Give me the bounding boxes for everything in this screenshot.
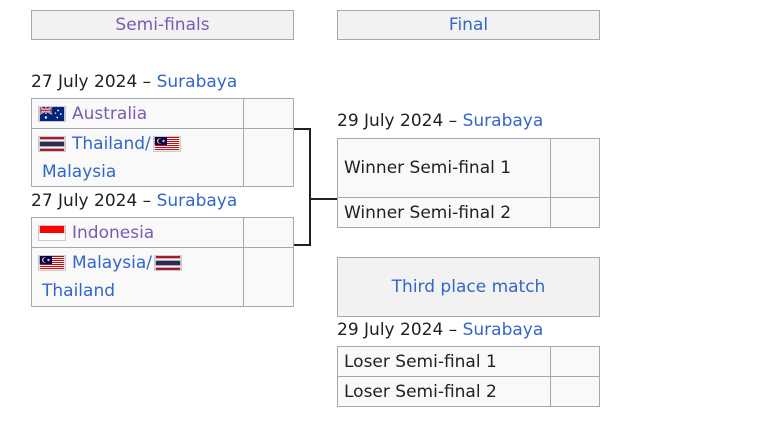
semifinal-1-score-b xyxy=(243,128,294,187)
semifinal-2-date: 27 July 2024 – xyxy=(31,191,152,211)
team-b-line: Malaysia / xyxy=(38,253,188,273)
semifinal-2-venue-link[interactable]: Surabaya xyxy=(156,191,238,211)
team-separator: / xyxy=(145,133,151,154)
semifinal-2-date-line: 27 July 2024 – Surabaya xyxy=(31,193,237,210)
malaysia-flag-icon xyxy=(38,255,66,271)
final-team-b: Winner Semi-final 2 xyxy=(337,197,551,228)
semifinal-2-team-a: Indonesia xyxy=(31,217,244,248)
team-link-indonesia[interactable]: Indonesia xyxy=(72,222,155,243)
malaysia-flag-icon xyxy=(152,135,181,152)
final-header-label[interactable]: Final xyxy=(448,14,489,35)
semifinals-header: Semi-finals xyxy=(31,10,294,40)
bracket-connector-lower xyxy=(294,198,311,246)
semifinal-1-team-b: Thailand / Malaysia xyxy=(31,128,244,187)
final-date: 29 July 2024 – xyxy=(337,111,458,131)
team-separator: / xyxy=(146,253,153,273)
third-place-header: Third place match xyxy=(337,257,600,317)
indonesia-flag-icon xyxy=(38,224,66,241)
third-place-date-line: 29 July 2024 – Surabaya xyxy=(337,322,543,339)
semifinal-2-score-b xyxy=(243,247,294,307)
third-place-team-b-label: Loser Semi-final 2 xyxy=(344,381,497,402)
semifinal-1-score-a xyxy=(243,98,294,129)
semifinal-1-venue-link[interactable]: Surabaya xyxy=(156,72,238,92)
semifinal-1-team-a: Australia xyxy=(31,98,244,129)
third-place-score-a xyxy=(550,346,600,377)
final-team-a-label: Winner Semi-final 1 xyxy=(344,158,512,178)
team-link-malaysia[interactable]: Malaysia xyxy=(72,253,147,273)
final-team-b-label: Winner Semi-final 2 xyxy=(344,202,512,223)
bracket-connector-upper xyxy=(294,128,311,200)
team-link-thailand[interactable]: Thailand xyxy=(72,133,146,154)
final-venue-link[interactable]: Surabaya xyxy=(462,111,544,131)
semifinal-2-score-a xyxy=(243,217,294,248)
third-place-date: 29 July 2024 – xyxy=(337,320,458,340)
third-place-team-a-label: Loser Semi-final 1 xyxy=(344,351,497,372)
team-b-line: Thailand / xyxy=(38,134,187,154)
thailand-flag-icon xyxy=(38,135,66,152)
third-place-venue-link[interactable]: Surabaya xyxy=(462,320,544,340)
third-place-header-label[interactable]: Third place match xyxy=(391,276,546,297)
final-score-a xyxy=(550,138,600,198)
team-link-malaysia[interactable]: Malaysia xyxy=(42,161,117,182)
australia-flag-icon xyxy=(38,105,66,122)
semifinal-1-date-line: 27 July 2024 – Surabaya xyxy=(31,74,237,91)
final-header: Final xyxy=(337,10,600,40)
third-place-score-b xyxy=(550,376,600,407)
semifinal-1-date: 27 July 2024 – xyxy=(31,72,152,92)
final-team-a: Winner Semi-final 1 xyxy=(337,138,551,198)
final-date-line: 29 July 2024 – Surabaya xyxy=(337,113,543,130)
third-place-team-b: Loser Semi-final 2 xyxy=(337,376,551,407)
semifinal-2-team-b: Malaysia / Thailand xyxy=(31,247,244,307)
semifinals-header-label[interactable]: Semi-finals xyxy=(115,14,210,35)
team-link-australia[interactable]: Australia xyxy=(72,103,148,124)
thailand-flag-icon xyxy=(154,255,183,271)
final-score-b xyxy=(550,197,600,228)
team-link-thailand[interactable]: Thailand xyxy=(42,281,116,301)
bracket-connector-link xyxy=(309,198,337,200)
third-place-team-a: Loser Semi-final 1 xyxy=(337,346,551,377)
